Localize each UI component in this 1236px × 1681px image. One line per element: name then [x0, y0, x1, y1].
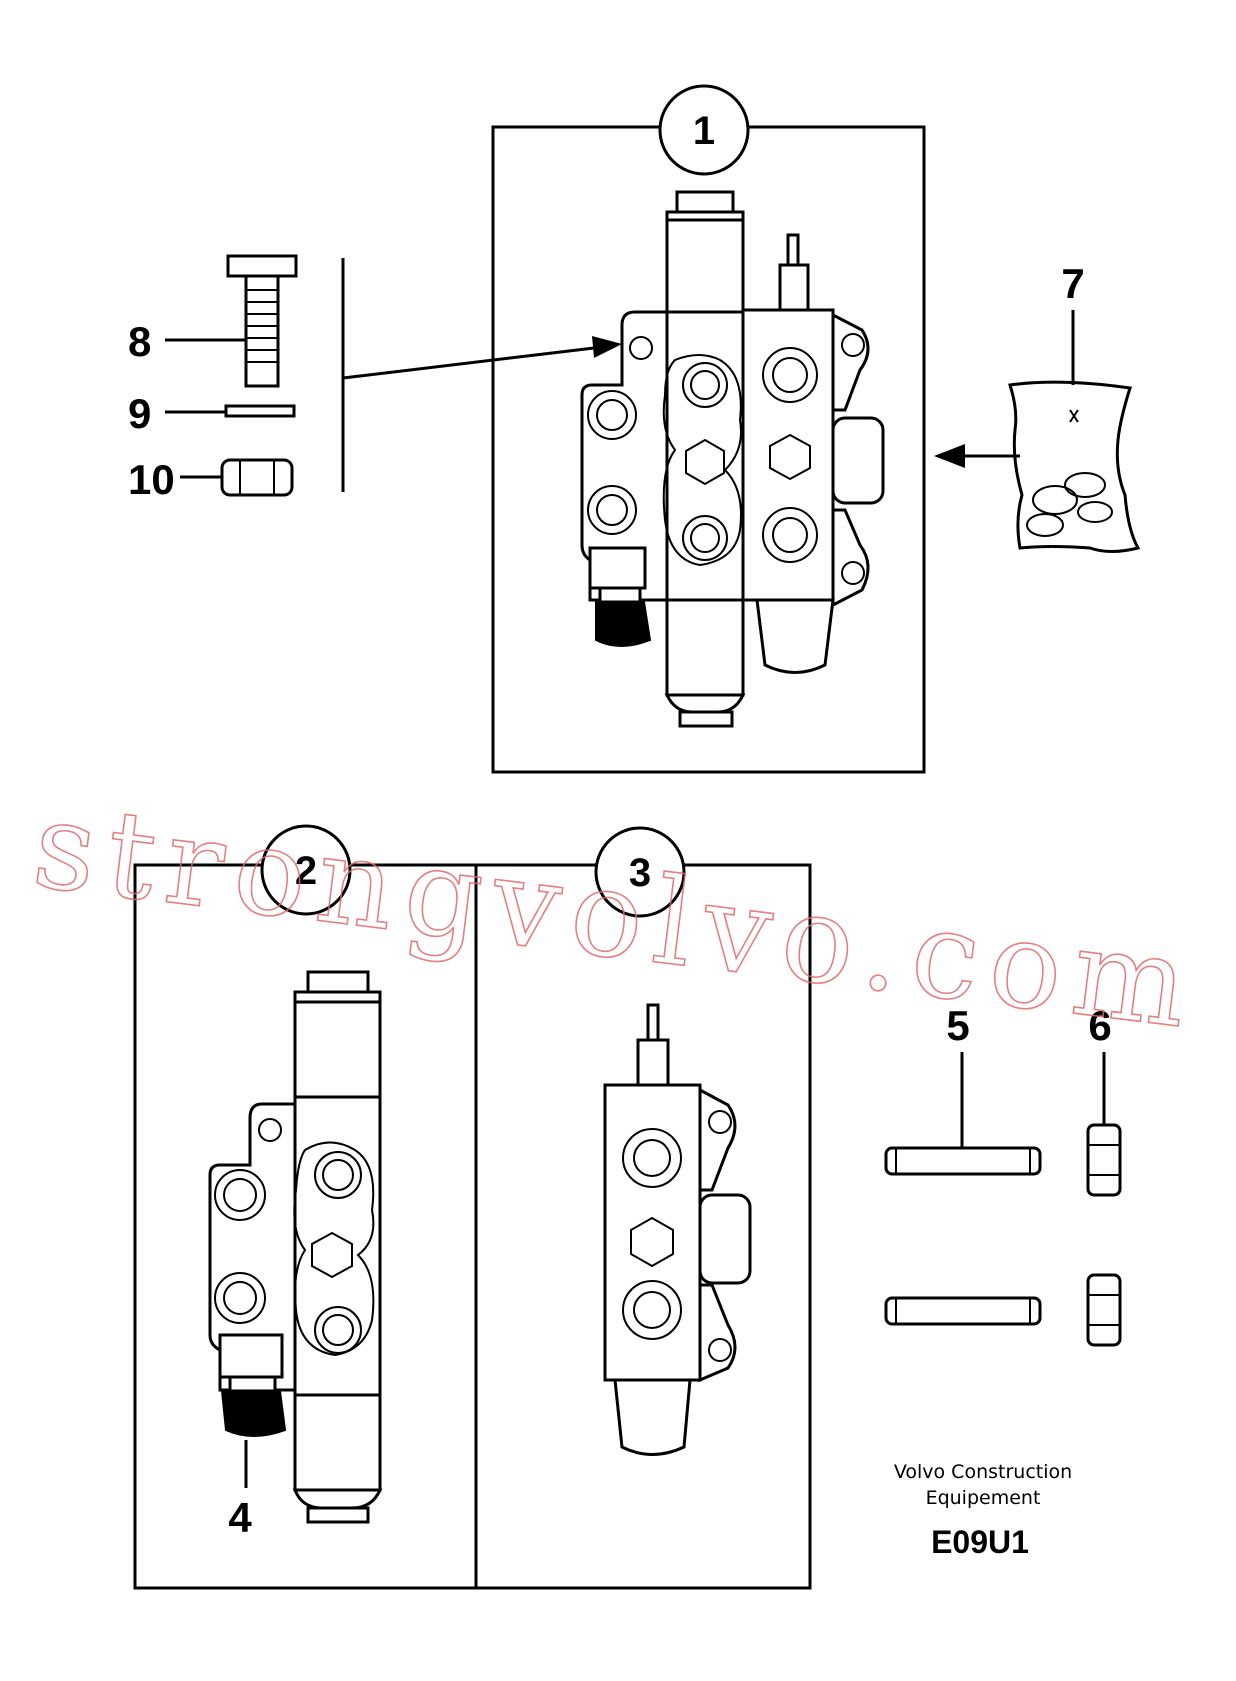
- credit-line-1: Volvo Construction: [894, 1461, 1072, 1483]
- parts-leader-line: [342, 346, 595, 380]
- kit-arrowhead: [934, 444, 965, 468]
- part-7-seal-kit-bag: [1008, 380, 1141, 553]
- assembly-3-frame: 3: [474, 826, 812, 1590]
- assembly-1-number: 1: [693, 109, 715, 153]
- callout-7-label: 7: [1061, 260, 1084, 307]
- assembly-2-number: 2: [295, 849, 317, 893]
- part-6-nuts: [1086, 1123, 1122, 1347]
- drawing-code: E09U1: [931, 1524, 1029, 1560]
- valve-block-drawing-3: [603, 1003, 752, 1456]
- assembly-1-frame: 1: [491, 84, 926, 774]
- callout-6-label: 6: [1088, 1002, 1111, 1049]
- assembly-3-number: 3: [629, 851, 651, 895]
- part-8-bolt: [226, 254, 298, 388]
- watermark-text: strongvolvo.com: [26, 776, 1194, 1055]
- callout-10-label: 10: [128, 456, 175, 503]
- callout-8-label: 8: [128, 318, 151, 365]
- valve-block-drawing-2: [208, 970, 383, 1524]
- valve-block-drawing-1: [580, 190, 885, 728]
- callout-5-label: 5: [946, 1002, 969, 1049]
- callout-9-label: 9: [128, 390, 151, 437]
- part-5-studs: [884, 1146, 1042, 1326]
- part-10-nut: [220, 458, 294, 497]
- part-9-washer: [224, 404, 296, 418]
- leader-arrowhead: [592, 336, 622, 358]
- credit-line-2: Equipement: [926, 1487, 1041, 1509]
- callout-4-label: 4: [228, 1494, 252, 1541]
